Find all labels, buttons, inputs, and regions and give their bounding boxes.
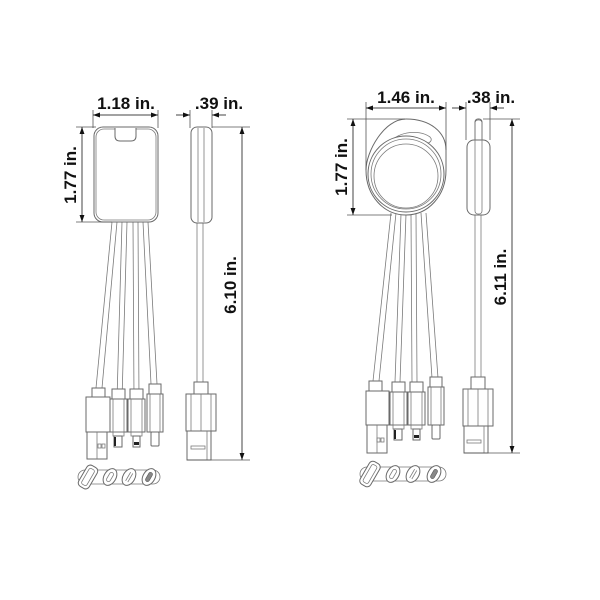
rectangular-side-view (185, 126, 217, 461)
usb-a-connector (365, 380, 390, 454)
round-front-view (359, 118, 447, 488)
usb-c-connector (146, 383, 164, 447)
dim-width-rect: 1.18 in. (97, 94, 155, 113)
cables (372, 212, 439, 383)
round-side-view (462, 118, 494, 454)
lightning-connector (109, 388, 128, 448)
dim-body-height-round: 1.77 in. (332, 138, 351, 196)
round-body-ring (367, 135, 445, 213)
dim-overall-length-rect: 6.10 in. (221, 256, 240, 314)
rectangular-dimensions: 1.18 in. .39 in. 1.77 in. 6.10 in. (61, 94, 250, 461)
connector-end-views (77, 464, 161, 490)
dim-overall-length-round: 6.11 in. (491, 249, 510, 306)
lightning-connector (389, 381, 408, 441)
usb-c-connector (427, 376, 445, 440)
dim-thickness-round: .38 in. (467, 88, 515, 107)
usb-a-connector (85, 387, 111, 460)
round-dimensions: 1.46 in. .38 in. 1.77 in. 6.11 in. (332, 88, 520, 454)
dim-thickness-rect: .39 in. (195, 94, 243, 113)
product-round: 1.46 in. .38 in. 1.77 in. 6.11 in. (332, 88, 520, 488)
micro-usb-connector (407, 381, 426, 441)
dim-body-height-rect: 1.77 in. (61, 146, 80, 204)
dim-width-round: 1.46 in. (377, 88, 435, 107)
cables (95, 221, 158, 400)
micro-usb-connector (127, 388, 146, 448)
connector-end-views (359, 460, 447, 488)
product-rectangular: 1.18 in. .39 in. 1.77 in. 6.10 in. (61, 94, 250, 490)
rectangular-front-view (77, 126, 164, 490)
rectangular-body (93, 126, 159, 223)
keyring-slot (114, 128, 137, 142)
